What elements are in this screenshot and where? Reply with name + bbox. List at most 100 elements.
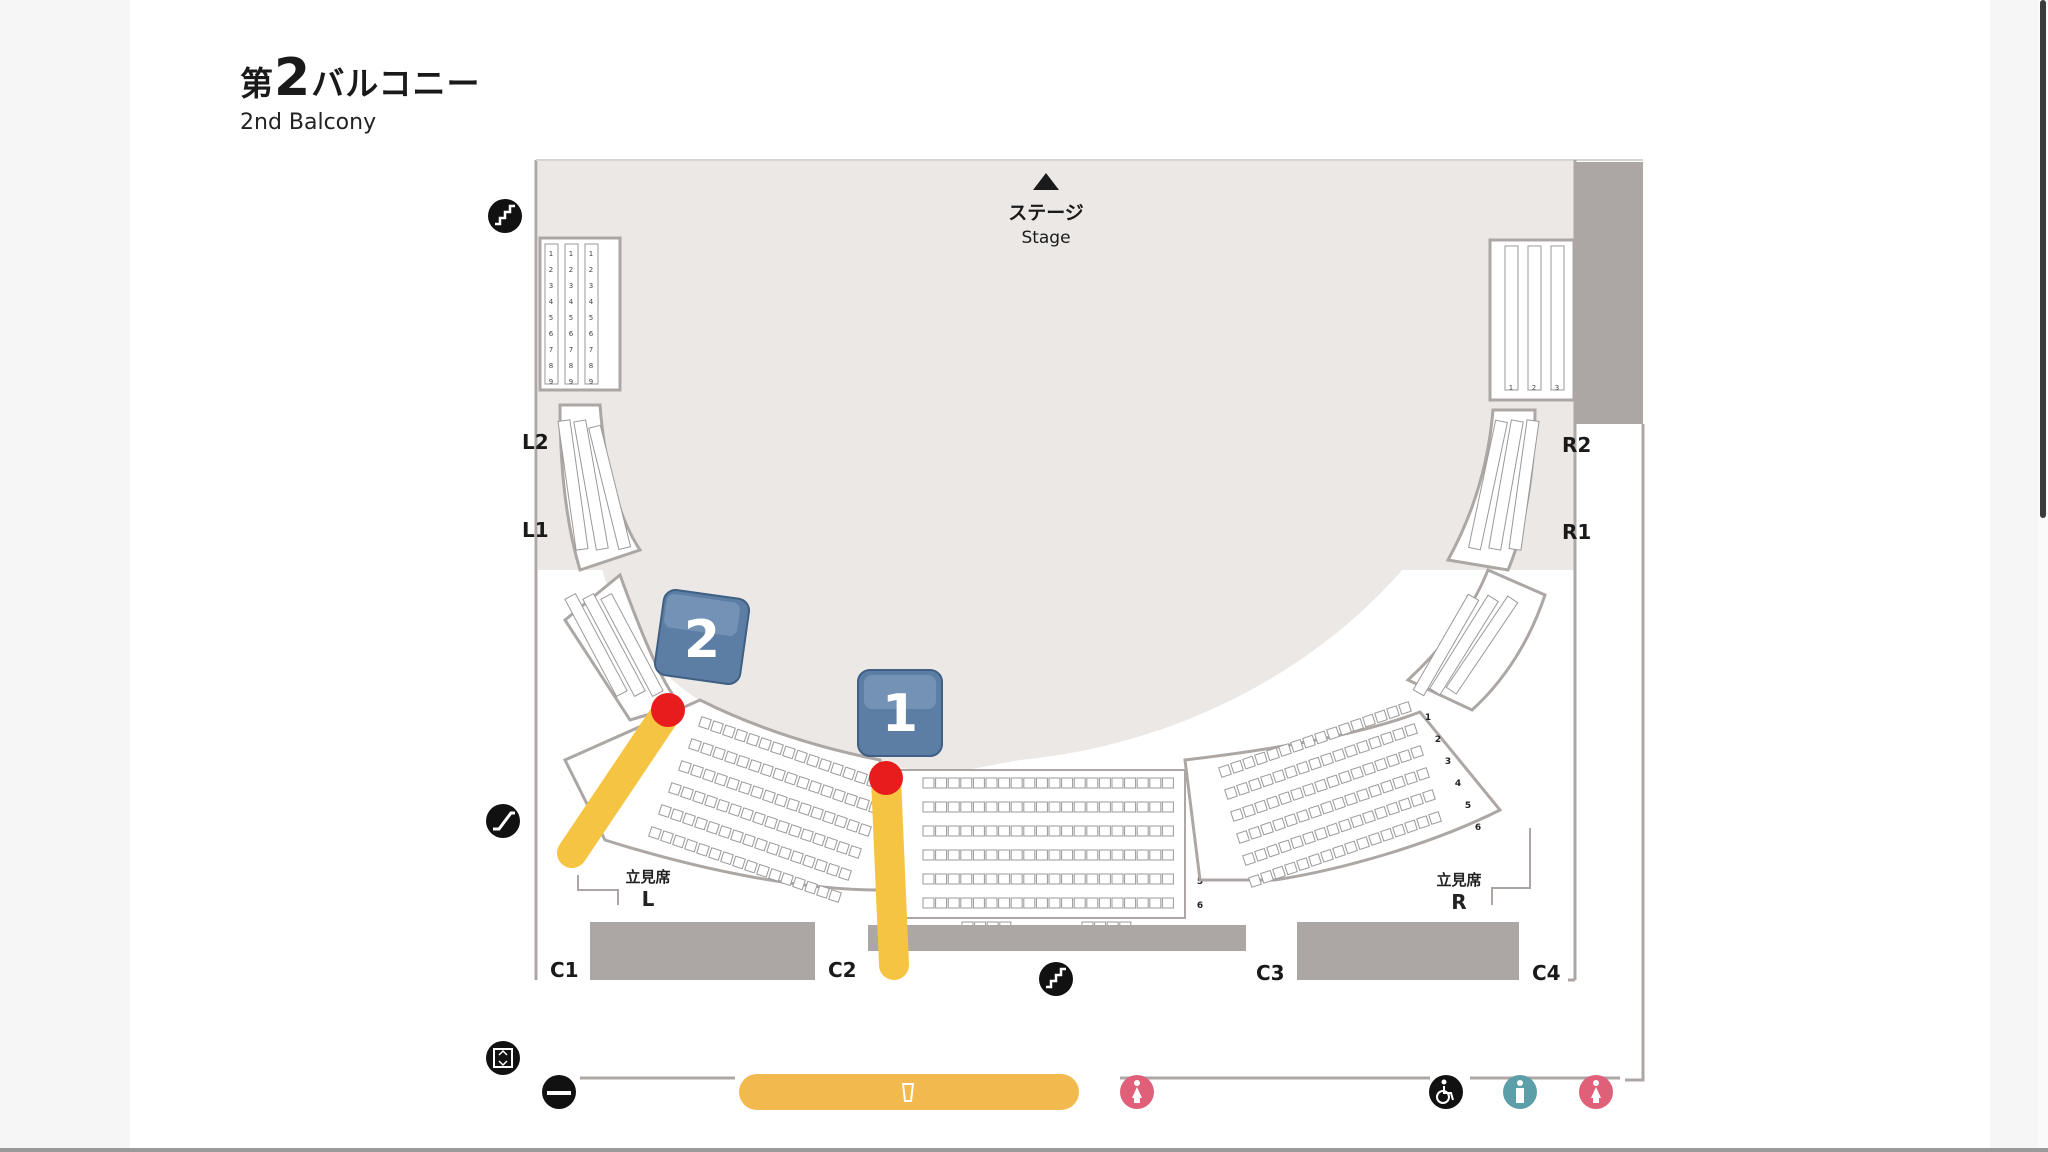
seat[interactable] [1035, 777, 1048, 789]
seat[interactable] [672, 834, 686, 849]
seat[interactable] [1224, 786, 1238, 800]
seat[interactable] [1073, 801, 1086, 813]
stairs-icon[interactable] [488, 199, 522, 233]
seat[interactable] [1260, 773, 1274, 788]
seat[interactable] [756, 863, 770, 878]
seat-block-r-lower[interactable] [1405, 568, 1547, 712]
seat[interactable] [722, 724, 736, 739]
seat[interactable] [658, 804, 672, 818]
seat[interactable] [1010, 873, 1023, 885]
seat[interactable] [1061, 825, 1074, 837]
seat[interactable] [972, 825, 985, 837]
seat[interactable] [1098, 777, 1111, 789]
seat[interactable] [750, 785, 764, 800]
seat[interactable] [1404, 819, 1418, 834]
wheelchair-icon[interactable] [1429, 1075, 1463, 1109]
seat[interactable] [960, 825, 973, 837]
seat[interactable] [1061, 897, 1074, 909]
mens-restroom-icon[interactable] [1503, 1075, 1537, 1109]
seat[interactable] [856, 796, 870, 811]
seat[interactable] [1422, 789, 1436, 803]
seat[interactable] [1380, 731, 1394, 746]
seat[interactable] [1149, 873, 1162, 885]
seat[interactable] [1098, 897, 1111, 909]
seat[interactable] [1242, 803, 1256, 818]
seat[interactable] [824, 836, 838, 851]
seat[interactable] [1266, 747, 1280, 762]
seat[interactable] [1296, 809, 1310, 823]
seat[interactable] [1023, 777, 1036, 789]
escalator-icon[interactable] [486, 804, 520, 838]
seat[interactable] [670, 808, 684, 823]
seat-block-r2-r1[interactable] [1445, 408, 1540, 572]
seat[interactable] [1296, 857, 1310, 872]
seat[interactable] [1149, 849, 1162, 861]
seat[interactable] [802, 854, 816, 869]
seat[interactable] [766, 841, 780, 856]
seat[interactable] [1086, 777, 1099, 789]
seat[interactable] [1124, 801, 1137, 813]
seat[interactable] [746, 732, 760, 747]
seat[interactable] [694, 816, 708, 831]
seat[interactable] [772, 767, 786, 782]
seat[interactable] [728, 803, 742, 817]
seat[interactable] [1416, 815, 1430, 830]
seat[interactable] [1284, 813, 1298, 828]
seat[interactable] [998, 801, 1011, 813]
seat[interactable] [1248, 874, 1262, 888]
seat[interactable] [1272, 769, 1286, 784]
seat[interactable] [1350, 766, 1364, 780]
seat[interactable] [842, 766, 856, 781]
seat[interactable] [1338, 770, 1352, 785]
seat[interactable] [1338, 722, 1352, 736]
seat[interactable] [1242, 755, 1256, 770]
seat[interactable] [1111, 849, 1124, 861]
seat[interactable] [998, 873, 1011, 885]
stairs-icon-center[interactable] [1039, 962, 1073, 996]
seat[interactable] [718, 825, 732, 839]
seat[interactable] [708, 847, 722, 861]
seat[interactable] [1161, 897, 1174, 909]
seat[interactable] [1218, 764, 1232, 778]
seat[interactable] [1368, 735, 1382, 750]
seat[interactable] [1290, 787, 1304, 801]
seat[interactable] [806, 753, 820, 768]
seat[interactable] [1242, 852, 1256, 866]
seat-block-l-lower[interactable] [563, 572, 683, 722]
seat[interactable] [1086, 801, 1099, 813]
seat[interactable] [1248, 825, 1262, 840]
seat[interactable] [1073, 873, 1086, 885]
seat[interactable] [768, 868, 782, 882]
seat[interactable] [1035, 897, 1048, 909]
seat[interactable] [960, 777, 973, 789]
seat[interactable] [998, 777, 1011, 789]
seat[interactable] [1344, 792, 1358, 807]
seat[interactable] [764, 815, 778, 830]
seat[interactable] [854, 770, 868, 785]
seat[interactable] [848, 845, 862, 859]
seat[interactable] [1326, 822, 1340, 837]
seat[interactable] [1010, 825, 1023, 837]
seat[interactable] [1290, 835, 1304, 850]
seat[interactable] [1111, 801, 1124, 813]
seat[interactable] [1073, 897, 1086, 909]
seat[interactable] [1320, 800, 1334, 815]
smoking-icon[interactable] [542, 1075, 576, 1109]
seat[interactable] [1254, 751, 1268, 766]
seat[interactable] [1161, 873, 1174, 885]
seat[interactable] [1302, 782, 1316, 797]
seat[interactable] [1272, 865, 1286, 880]
seat[interactable] [947, 849, 960, 861]
seat[interactable] [752, 811, 766, 826]
seat[interactable] [784, 771, 798, 786]
seat[interactable] [1124, 873, 1137, 885]
seat[interactable] [1230, 759, 1244, 774]
seat[interactable] [1136, 825, 1149, 837]
seat[interactable] [1374, 805, 1388, 820]
seat[interactable] [1356, 836, 1370, 851]
seat[interactable] [758, 737, 772, 751]
seat[interactable] [1035, 801, 1048, 813]
seat[interactable] [1098, 873, 1111, 885]
